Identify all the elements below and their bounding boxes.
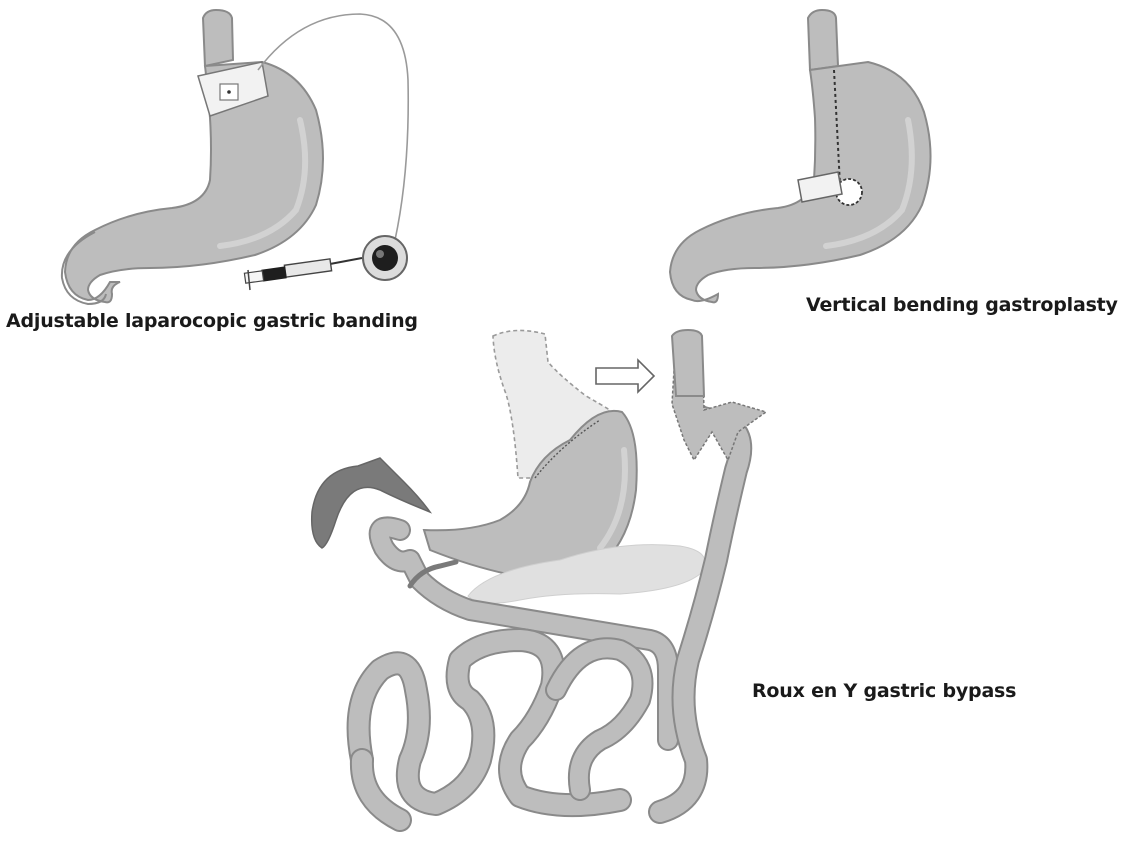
caption-gastric-banding: Adjustable laparocopic gastric banding [6, 310, 418, 332]
esophagus [808, 10, 838, 70]
banding-panel [62, 10, 408, 304]
bypass-panel [312, 330, 766, 820]
arrow-right-icon [596, 360, 654, 392]
syringe-icon [244, 258, 362, 290]
caption-roux-en-y-bypass: Roux en Y gastric bypass [752, 680, 1016, 702]
esophagus [203, 10, 233, 66]
esophagus [672, 330, 704, 396]
port-icon [363, 236, 407, 280]
gastroplasty-panel [670, 10, 931, 302]
caption-vertical-gastroplasty: Vertical bending gastroplasty [806, 294, 1118, 316]
